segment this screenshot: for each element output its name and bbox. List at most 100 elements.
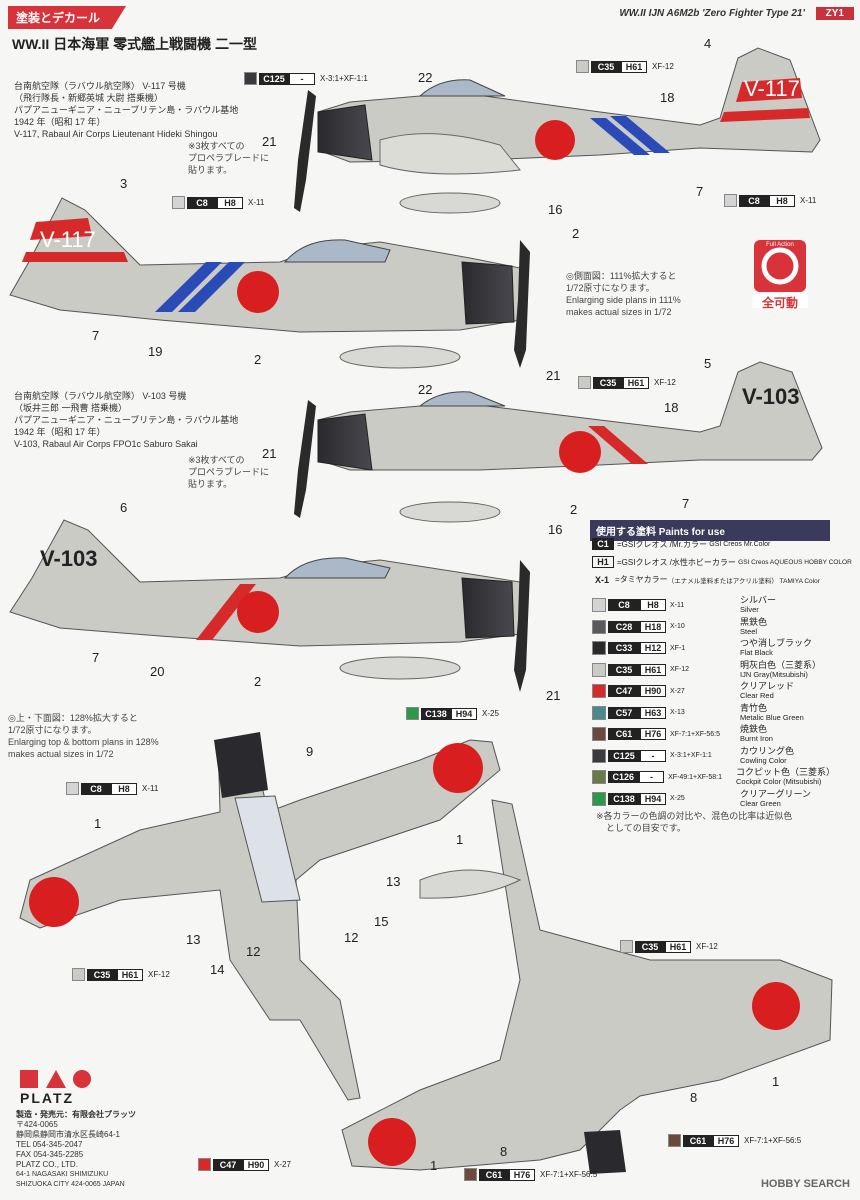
chip-x: XF-12 <box>696 942 718 951</box>
paint-name-ja: シルバー <box>740 595 777 605</box>
paint-c: C33 <box>608 642 640 654</box>
note-line: 貼ります。 <box>188 165 233 175</box>
swatch <box>576 60 589 73</box>
maker-line: PLATZ CO., LTD. <box>16 1160 78 1169</box>
paint-name-en: Cockpit Color (Mitsubishi) <box>735 777 822 786</box>
paint-name-en: Flat Black <box>740 648 773 657</box>
maker-line: FAX 054-345-2285 <box>16 1150 84 1159</box>
paint-name-en: Clear Green <box>740 798 781 808</box>
note-line: ※3枚すべての <box>188 455 245 465</box>
paint-c: C57 <box>608 706 640 719</box>
page-title: WW.II 日本海軍 零式艦上戦闘機 二一型 <box>12 36 257 52</box>
chip-x: X-25 <box>482 709 499 718</box>
full-action-logo <box>752 240 808 308</box>
chip-h: H94 <box>451 707 477 720</box>
plan-bottom-view <box>341 799 833 1174</box>
chip-code: C138 <box>421 707 451 720</box>
callout-12b: 12 <box>246 944 261 959</box>
paint-name-en: Metalic Blue Green <box>740 712 804 722</box>
chip-c138: C138 H94 X-25 <box>406 707 499 720</box>
chip-x: XF-12 <box>652 62 674 71</box>
note-line: としての目安です。 <box>606 823 686 833</box>
chip-h: H61 <box>117 968 143 981</box>
callout-2d: 2 <box>254 674 262 689</box>
paint-name-ja: 黒鉄色 <box>740 616 768 627</box>
note-line: makes actual sizes in 1/72 <box>8 749 114 759</box>
legend-row-c1: C1 =GSIクレオス /Mr.カラー GSI Creos Mr.Color <box>592 538 770 550</box>
plan-top-view <box>19 732 501 1101</box>
chip-c61-a: C61 H76 XF-7:1+XF-56:5 <box>464 1168 597 1181</box>
header-right: WW.II IJN A6M2b 'Zero Fighter Type 21' Z… <box>619 7 854 20</box>
paint-x: X-10 <box>670 623 685 630</box>
legend-key: X-1 <box>595 574 610 585</box>
tail-code-v103-right: V-103 <box>742 384 800 409</box>
paint-h: H61 <box>640 663 666 676</box>
paint-name-ja: カウリング色 <box>740 745 795 756</box>
note-line: 1/72原寸になります。 <box>566 283 655 293</box>
callout-20: 20 <box>150 664 165 679</box>
chip-x: XF-7:1+XF-56:5 <box>540 1170 598 1179</box>
note-line: 貼ります。 <box>188 479 233 489</box>
swatch <box>620 940 633 953</box>
paint-name-ja: つや消しブラック <box>740 638 813 648</box>
chip-h: H61 <box>665 940 691 953</box>
maker-line: 〒424-0065 <box>16 1120 58 1129</box>
legend-text: =GSIクレオス /Mr.カラー <box>617 539 708 549</box>
paint-swatch <box>592 598 606 612</box>
paint-swatch <box>592 770 606 784</box>
chip-c35-c: C35 H61 XF-12 <box>72 968 170 981</box>
paint-c: C8 <box>608 599 640 611</box>
callout-8a: 8 <box>690 1090 698 1105</box>
legend-text-en: GSI Creos Mr.Color <box>709 540 771 548</box>
topbottom-scale-note: ◎上・下面図：128%拡大すると 1/72原寸になります。 Enlarging … <box>8 712 159 760</box>
paint-x: X-3:1+XF-1:1 <box>670 752 712 759</box>
section-tab: 塗装とデカール <box>8 6 127 29</box>
callout-7d: 7 <box>92 650 100 665</box>
paint-x: XF-7:1+XF-56:5 <box>670 730 720 738</box>
callout-1d: 1 <box>430 1158 438 1173</box>
callout-7c: 7 <box>682 496 690 511</box>
callout-2a: 2 <box>572 226 580 241</box>
swatch <box>244 72 257 85</box>
caption-line: （坂井三郎 一飛曹 搭乗機） <box>14 403 128 413</box>
paint-swatch <box>592 662 606 677</box>
swatch <box>172 196 185 209</box>
caption-v103: 台南航空隊（ラバウル航空隊） V-103 号機 （坂井三郎 一飛曹 搭乗機） パ… <box>14 390 238 450</box>
paint-name-ja: クリアレッド <box>740 681 795 691</box>
caption-line: （飛行隊長・新郷英城 大尉 搭乗機） <box>14 93 164 103</box>
paint-x: X-11 <box>670 601 685 609</box>
platz-brand: PLATZ <box>20 1090 75 1106</box>
paint-name-en: Burnt Iron <box>740 734 773 743</box>
callout-9: 9 <box>306 744 314 759</box>
paint-c: C47 <box>608 685 640 697</box>
paint-x: XF-49:1+XF-58:1 <box>668 773 722 781</box>
chip-h: H61 <box>623 376 649 389</box>
note-line: プロペラブレードに <box>188 467 270 477</box>
callout-3: 3 <box>120 176 128 191</box>
callout-1b: 1 <box>456 832 464 847</box>
callout-22a: 22 <box>418 70 433 85</box>
paint-h: H63 <box>640 706 666 719</box>
chip-code: C61 <box>479 1168 509 1181</box>
chip-code: C125 <box>259 72 289 85</box>
maker-line: TEL 054-345-2047 <box>16 1140 83 1149</box>
chip-h: H8 <box>769 194 795 207</box>
legend-text-en: GSI Creos AQUEOUS HOBBY COLOR <box>738 558 852 566</box>
chip-h: H90 <box>243 1158 269 1171</box>
legend-text: =GSIクレオス /水性ホビーカラー <box>617 557 736 567</box>
paint-h: H90 <box>640 685 666 697</box>
paint-name-ja: クリアーグリーン <box>740 788 812 799</box>
propeller-note-1: ※3枚すべての プロペラブレードに 貼ります。 <box>188 140 269 176</box>
paint-swatch <box>592 619 606 634</box>
callout-21a: 21 <box>262 134 277 149</box>
paint-h: H18 <box>640 620 666 633</box>
paint-name-en: Silver <box>740 605 759 614</box>
